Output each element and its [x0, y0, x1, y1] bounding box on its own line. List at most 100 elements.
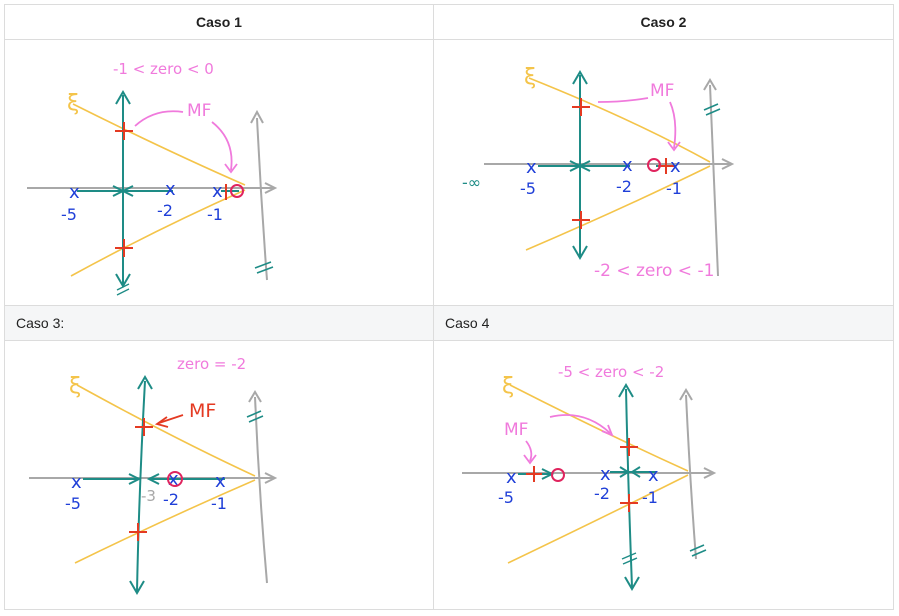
pole-label: -1	[642, 488, 658, 507]
locus-arrow-down	[572, 245, 588, 260]
mf-arrow-right	[549, 414, 611, 434]
closed-loop-pole-real	[526, 466, 542, 482]
caso-2-root-locus-sketch: ξ x x x -5 -2 -1 -∞ MF -2 < zero < -1	[462, 65, 735, 281]
pole-label: -1	[666, 179, 682, 198]
pole-marker: x	[212, 181, 223, 202]
axis-break-mark	[246, 410, 264, 423]
closed-loop-pole-lower	[129, 523, 147, 541]
zero-condition: -5 < zero < -2	[558, 363, 664, 381]
pole-marker: x	[670, 156, 681, 177]
locus-arrow-up	[115, 90, 131, 105]
mf-arrowhead-down	[523, 454, 537, 465]
row-divider	[5, 305, 893, 306]
pole-marker: x	[165, 179, 176, 200]
header-caso-4: Caso 4	[434, 306, 893, 340]
axis-break-mark	[254, 261, 274, 274]
mf-arrowhead	[224, 163, 238, 174]
pole-marker: x	[600, 464, 611, 485]
mf-label: MF	[650, 81, 674, 101]
locus-arrow-right	[128, 473, 142, 485]
locus-break-mark	[116, 283, 130, 296]
mf-arrow	[158, 414, 184, 424]
pole-label: -5	[520, 179, 536, 198]
locus-arrow-left	[146, 473, 160, 485]
damping-line-upper	[76, 384, 256, 477]
header-caso-3: Caso 3:	[5, 306, 433, 340]
pole-label: -5	[61, 205, 77, 224]
zeta-symbol: ξ	[524, 65, 536, 90]
row-divider	[5, 39, 893, 40]
caso-3-root-locus-sketch: ξ x x x -5 -3 -2 -1 zero = -2 MF	[29, 355, 278, 595]
pole-marker: x	[526, 157, 537, 178]
pole-label: -2	[163, 490, 179, 509]
caso-1-root-locus-sketch: ξ x x x -5 -2 -1 -1 < zero < 0 MF	[27, 60, 278, 296]
pole-marker: x	[168, 469, 179, 490]
mf-arrowhead-right	[601, 424, 614, 437]
locus-arrow-left	[120, 185, 134, 197]
locus-arrow-left	[577, 160, 591, 172]
imag-axis-arrow	[703, 78, 717, 91]
mf-arrow-down	[525, 440, 533, 462]
pole-label: -2	[616, 177, 632, 196]
damping-line-lower	[70, 189, 246, 277]
real-axis-arrow	[721, 158, 735, 170]
real-axis-arrow	[264, 182, 278, 194]
locus-arrow-up	[137, 375, 153, 390]
header-caso-2: Caso 2	[640, 14, 687, 30]
tick-label-minus-3: -3	[141, 487, 156, 505]
imag-axis	[685, 394, 697, 560]
caso-4-root-locus-sketch: ξ x x x -5 -2 -1 -5 < zero < -2 MF	[462, 363, 717, 591]
cases-table: Caso 1 Caso 2 Caso 3: Caso 4 ξ x x x	[4, 4, 894, 610]
imag-axis-arrow	[679, 388, 693, 401]
real-axis-arrow	[264, 472, 278, 484]
zero-condition: -1 < zero < 0	[113, 60, 214, 78]
pole-label: -1	[211, 494, 227, 513]
real-axis-arrow	[703, 467, 717, 479]
closed-loop-pole-upper	[572, 98, 590, 116]
closed-loop-pole-upper	[135, 418, 153, 436]
locus-arrow-up	[618, 383, 634, 398]
header-caso-1: Caso 1	[196, 14, 242, 30]
axis-break-mark	[703, 103, 721, 116]
closed-loop-pole-lower	[620, 494, 638, 512]
mf-arrowhead	[154, 416, 169, 428]
imag-axis	[256, 117, 268, 281]
mf-arrowhead	[667, 141, 681, 152]
closed-loop-pole-upper	[620, 438, 638, 456]
closed-loop-pole-upper	[115, 122, 133, 140]
mf-label: MF	[187, 101, 211, 121]
mf-arrow-right	[211, 121, 233, 171]
locus-arrow-up	[572, 70, 588, 85]
damping-line-upper	[72, 103, 246, 186]
column-divider	[433, 5, 434, 609]
mf-arrow-left	[134, 110, 184, 127]
pole-marker: x	[506, 467, 517, 488]
mf-label: MF	[189, 400, 216, 422]
imag-axis-arrow	[248, 390, 262, 403]
imag-axis	[254, 396, 268, 584]
zero-marker	[167, 471, 183, 487]
locus-arrow-break-in	[619, 466, 641, 478]
axis-break-mark	[689, 544, 707, 557]
locus-break-mark	[621, 552, 638, 565]
damping-line-lower	[74, 479, 256, 564]
mf-arrow-left	[597, 97, 649, 103]
imag-axis	[709, 84, 719, 277]
pole-marker: x	[648, 465, 659, 486]
pole-label: -1	[207, 205, 223, 224]
zero-marker	[551, 468, 565, 482]
zeta-symbol: ξ	[502, 374, 514, 399]
zeta-symbol: ξ	[67, 91, 79, 116]
locus-vertical	[136, 380, 146, 592]
zeta-symbol: ξ	[69, 374, 81, 399]
closed-loop-pole-lower	[115, 239, 133, 257]
damping-line-upper	[509, 384, 689, 472]
pole-marker: x	[71, 472, 82, 493]
zero-marker	[647, 158, 661, 172]
minus-infinity-label: -∞	[462, 173, 481, 192]
damping-line-lower	[525, 165, 711, 251]
mf-label: MF	[504, 420, 528, 440]
zero-marker	[230, 184, 244, 198]
pole-marker: x	[622, 155, 633, 176]
pole-marker: x	[215, 471, 226, 492]
